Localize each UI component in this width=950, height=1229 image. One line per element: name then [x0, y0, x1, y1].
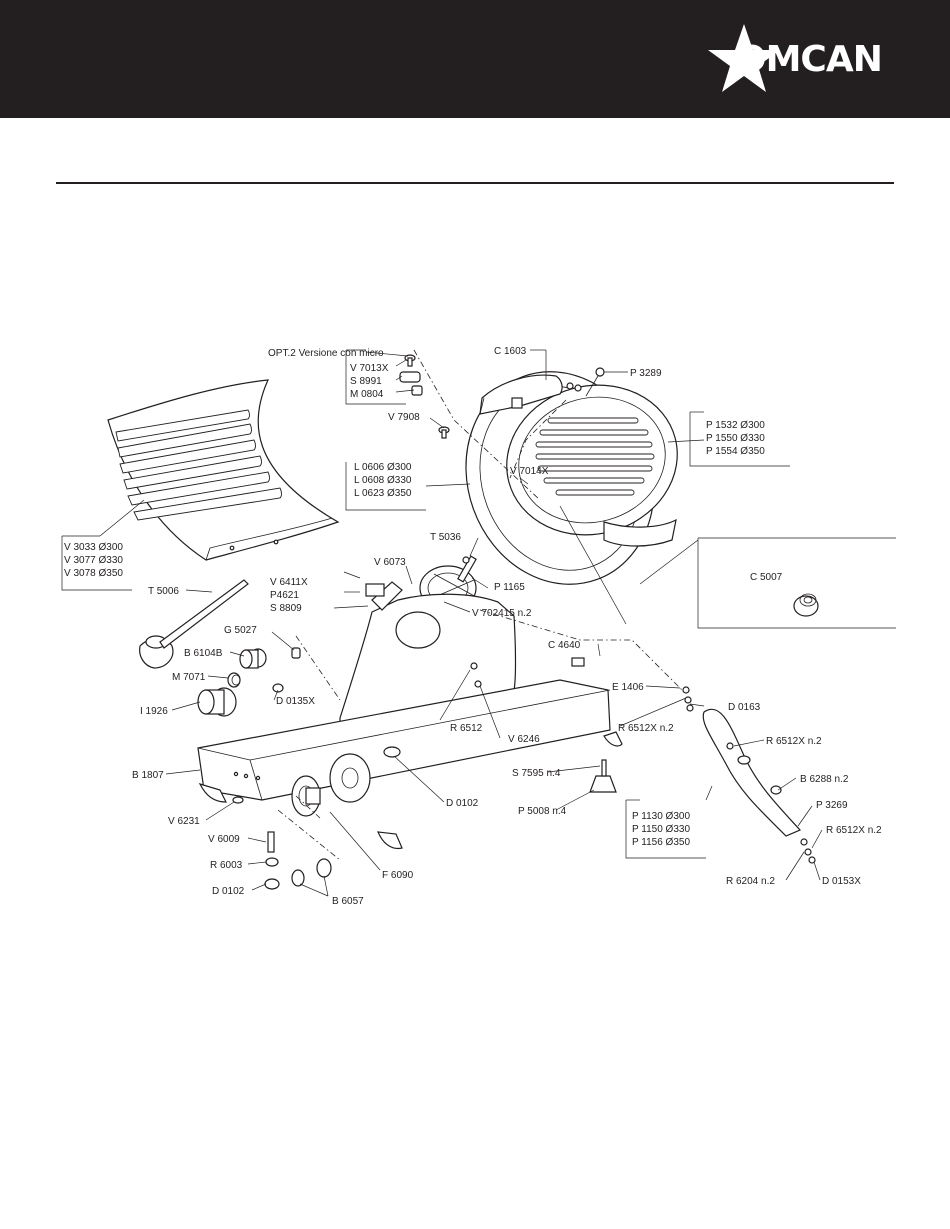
- label-r6512x-2: R 6512X n.2: [766, 736, 822, 747]
- label-p1165: P 1165: [494, 582, 525, 593]
- label-opt2: OPT.2 Versione con micro: [268, 348, 384, 359]
- machine-column: [339, 581, 517, 729]
- micro-switch-parts: [399, 354, 423, 396]
- label-v6231: V 6231: [168, 816, 200, 827]
- label-m7071: M 7071: [172, 672, 206, 683]
- label-b6057: B 6057: [332, 896, 364, 907]
- machine-base: [197, 679, 623, 850]
- label-f6090: F 6090: [382, 870, 414, 881]
- label-b6288: B 6288 n.2: [800, 774, 849, 785]
- label-p3289: P 3289: [630, 368, 662, 379]
- label-m0804: M 0804: [350, 389, 384, 400]
- label-l0623: L 0623 Ø350: [354, 488, 412, 499]
- label-p1156: P 1156 Ø350: [632, 837, 690, 848]
- label-v6246: V 6246: [508, 734, 540, 745]
- label-p1150: P 1150 Ø330: [632, 824, 690, 835]
- label-c5007: C 5007: [750, 572, 783, 583]
- label-v7013x: V 7013X: [350, 363, 389, 374]
- label-v3078: V 3078 Ø350: [64, 568, 123, 579]
- label-v7014x: V 7014X: [510, 466, 549, 477]
- label-s7595: S 7595 n.4: [512, 768, 561, 779]
- label-b1807: B 1807: [132, 770, 164, 781]
- header-bar: OMCAN: [0, 0, 950, 118]
- knob-c5007: [793, 593, 819, 617]
- label-p3269: P 3269: [816, 800, 848, 811]
- screw-v7908: [438, 426, 450, 439]
- pusher-handle: [139, 579, 249, 669]
- label-r6512x-1: R 6512X n.2: [618, 723, 674, 734]
- callout-frames: [61, 349, 896, 859]
- sharpening-arm: [470, 657, 816, 864]
- label-v3077: V 3077 Ø330: [64, 555, 123, 566]
- assembly-lines: [277, 349, 683, 861]
- label-g5027: G 5027: [224, 625, 257, 636]
- part-labels: OPT.2 Versione con micro V 7013X S 8991 …: [64, 346, 882, 907]
- label-e1406: E 1406: [612, 682, 644, 693]
- label-t5036: T 5036: [430, 532, 461, 543]
- label-r6512: R 6512: [450, 723, 483, 734]
- label-r6003: R 6003: [210, 860, 243, 871]
- label-i1926: I 1926: [140, 706, 168, 717]
- star-icon: [708, 24, 780, 92]
- label-v3033: V 3033 Ø300: [64, 542, 123, 553]
- label-b6104b: B 6104B: [184, 648, 223, 659]
- section-divider: [56, 182, 894, 184]
- label-s8991: S 8991: [350, 376, 382, 387]
- carriage-tray: [107, 379, 340, 561]
- label-l0606: L 0606 Ø300: [354, 462, 412, 473]
- label-p1554: P 1554 Ø350: [706, 446, 765, 457]
- left-small-parts: [197, 647, 301, 717]
- label-p5008: P 5008 n.4: [518, 806, 567, 817]
- omcan-logo: OMCAN: [706, 22, 896, 94]
- label-v6073: V 6073: [374, 557, 406, 568]
- label-r6204: R 6204 n.2: [726, 876, 775, 887]
- label-s8809: S 8809: [270, 603, 302, 614]
- blade-cover: [506, 384, 678, 547]
- label-v6411x: V 6411X: [270, 577, 308, 588]
- label-d0153x: D 0153X: [822, 876, 861, 887]
- knob-p3289: [566, 367, 605, 397]
- label-c4640: C 4640: [548, 640, 581, 651]
- flange-f6090: [291, 775, 321, 817]
- leader-lines: [99, 349, 823, 897]
- bottom-fasteners: [232, 796, 332, 890]
- label-v6009: V 6009: [208, 834, 240, 845]
- label-d0163: D 0163: [728, 702, 761, 713]
- rubber-feet: [589, 759, 617, 793]
- logo-text: OMCAN: [736, 39, 883, 80]
- label-v702415: V 702415 n.2: [472, 608, 532, 619]
- label-p1532: P 1532 Ø300: [706, 420, 765, 431]
- label-d0102-1: D 0102: [446, 798, 479, 809]
- label-p1550: P 1550 Ø330: [706, 433, 765, 444]
- label-c1603: C 1603: [494, 346, 527, 357]
- label-p4621: P4621: [270, 590, 299, 601]
- label-v7908: V 7908: [388, 412, 420, 423]
- label-l0608: L 0608 Ø330: [354, 475, 412, 486]
- top-guard: [479, 374, 563, 415]
- label-d0102-2: D 0102: [212, 886, 245, 897]
- label-p1130: P 1130 Ø300: [632, 811, 690, 822]
- label-t5006: T 5006: [148, 586, 179, 597]
- label-d0135x: D 0135X: [276, 696, 315, 707]
- label-r6512x-3: R 6512X n.2: [826, 825, 882, 836]
